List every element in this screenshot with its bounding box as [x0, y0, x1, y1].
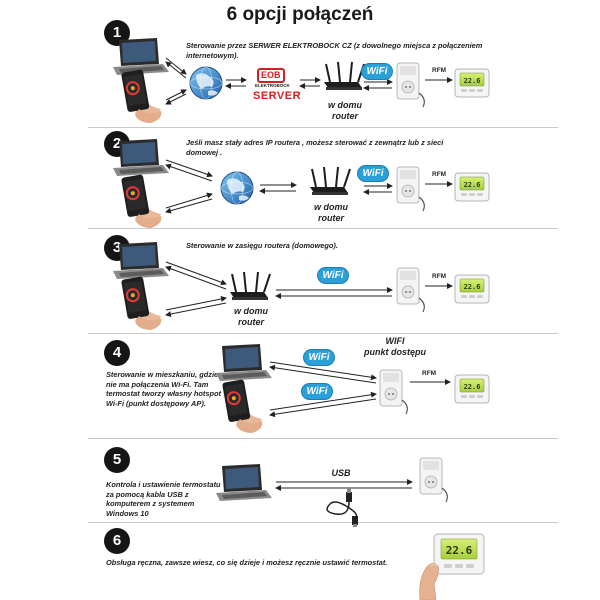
- wifi-badge: WiFi: [304, 350, 334, 365]
- server-label: SERVER: [253, 90, 302, 102]
- elektrobock-label: ELEKTROBOCK: [255, 83, 290, 88]
- rfm-label: RFM: [432, 67, 447, 74]
- smartphone-icon: [120, 173, 163, 229]
- internet-globe-icon: [189, 66, 223, 100]
- thermostat-manual-icon: [433, 533, 485, 575]
- rfm-label: RFM: [432, 171, 447, 178]
- step-5-description: Kontrola i ustawienie termostatu za pomo…: [106, 480, 236, 518]
- router-label-line: router: [237, 317, 264, 327]
- usb-cable-icon: [326, 488, 358, 527]
- router-icon: [323, 61, 365, 91]
- router-label-line: router: [317, 213, 344, 223]
- router-icon: [309, 166, 351, 196]
- wifi-badge: WiFi: [358, 166, 388, 181]
- step-5-line: Kontrola i ustawienie termostatu: [106, 480, 221, 489]
- separator: [88, 522, 558, 523]
- rfm-label: RFM: [422, 370, 437, 377]
- separator: [88, 333, 558, 334]
- separator: [88, 438, 558, 439]
- thermostat-display-reading: 22.6: [446, 544, 473, 557]
- step-number-4: 4: [104, 340, 130, 366]
- smartphone-icon: [120, 275, 163, 331]
- wifi-module-icon: [396, 166, 425, 212]
- laptop-icon: [216, 464, 272, 501]
- thermostat-display-reading: 22.6: [464, 181, 481, 189]
- thermostat-display-reading: 22.6: [464, 283, 481, 291]
- page-title: 6 opcji połączeń: [226, 4, 374, 25]
- wifi-module-icon: [419, 457, 448, 503]
- usb-label: USB: [331, 468, 351, 478]
- step-4-line: nie ma połączenia Wi-Fi. Tam: [106, 379, 209, 389]
- wifi-badge: WiFi: [318, 268, 348, 283]
- router-label-line: w domu: [328, 100, 362, 110]
- step-number-5: 5: [104, 447, 130, 473]
- separator: [88, 228, 558, 229]
- step-3-description: Sterowanie w zasięgu routera (domowego).: [186, 241, 338, 250]
- router-label-line: router: [331, 111, 358, 121]
- wifi-badge: WiFi: [362, 64, 392, 79]
- hotspot-label: WIFI punkt dostępu: [350, 336, 440, 358]
- step-6-description: Obsługa ręczna, zawsze wiesz, co się dzi…: [106, 558, 388, 567]
- finger-icon: [419, 563, 439, 600]
- thermostat-display-reading: 22.6: [464, 77, 481, 85]
- router-label: w domu router: [318, 100, 372, 122]
- wifi-module-icon: [396, 267, 425, 313]
- step-number-6: 6: [104, 528, 130, 554]
- router-label: w domu router: [304, 202, 358, 224]
- router-label-line: w domu: [234, 306, 268, 316]
- laptop-icon: [113, 139, 169, 176]
- step-1-description: Sterowanie przez SERWER ELEKTROBOCK CZ (…: [186, 41, 483, 60]
- elektrobock-logo: EOB: [257, 68, 285, 83]
- smartphone-icon: [221, 378, 264, 434]
- step-5-line: Windows 10: [106, 508, 149, 518]
- laptop-icon: [216, 344, 272, 381]
- wifi-module-icon: [396, 62, 425, 108]
- hotspot-label-line: WIFI: [385, 336, 405, 346]
- rfm-label: RFM: [432, 273, 447, 280]
- thermostat-display-reading: 22.6: [464, 383, 481, 391]
- hotspot-label-line: punkt dostępu: [364, 347, 426, 357]
- wifi-badge: WiFi: [302, 384, 332, 399]
- step-4-line: Sterowanie w mieszkaniu, gdzie: [106, 370, 219, 379]
- router-label-line: w domu: [314, 202, 348, 212]
- router-icon: [229, 271, 271, 301]
- router-label: w domu router: [224, 306, 278, 328]
- step-4-description: Sterowanie w mieszkaniu, gdzie nie ma po…: [106, 370, 236, 408]
- internet-globe-icon: [220, 171, 254, 205]
- wifi-module-icon: [379, 369, 408, 415]
- step-5-line: za pomocą kabla USB z: [106, 489, 189, 499]
- laptop-icon: [113, 38, 169, 75]
- separator: [88, 127, 558, 128]
- step-5-line: komputerem z systemem: [106, 499, 195, 508]
- step-4-line: termostat tworzy własny hotspot: [106, 389, 221, 398]
- smartphone-icon: [120, 68, 163, 124]
- step-2-description: Jeśli masz stały adres IP routera , może…: [186, 138, 444, 157]
- step-4-line: Wi-Fi (punkt dostępowy AP).: [106, 398, 206, 408]
- laptop-icon: [113, 242, 169, 279]
